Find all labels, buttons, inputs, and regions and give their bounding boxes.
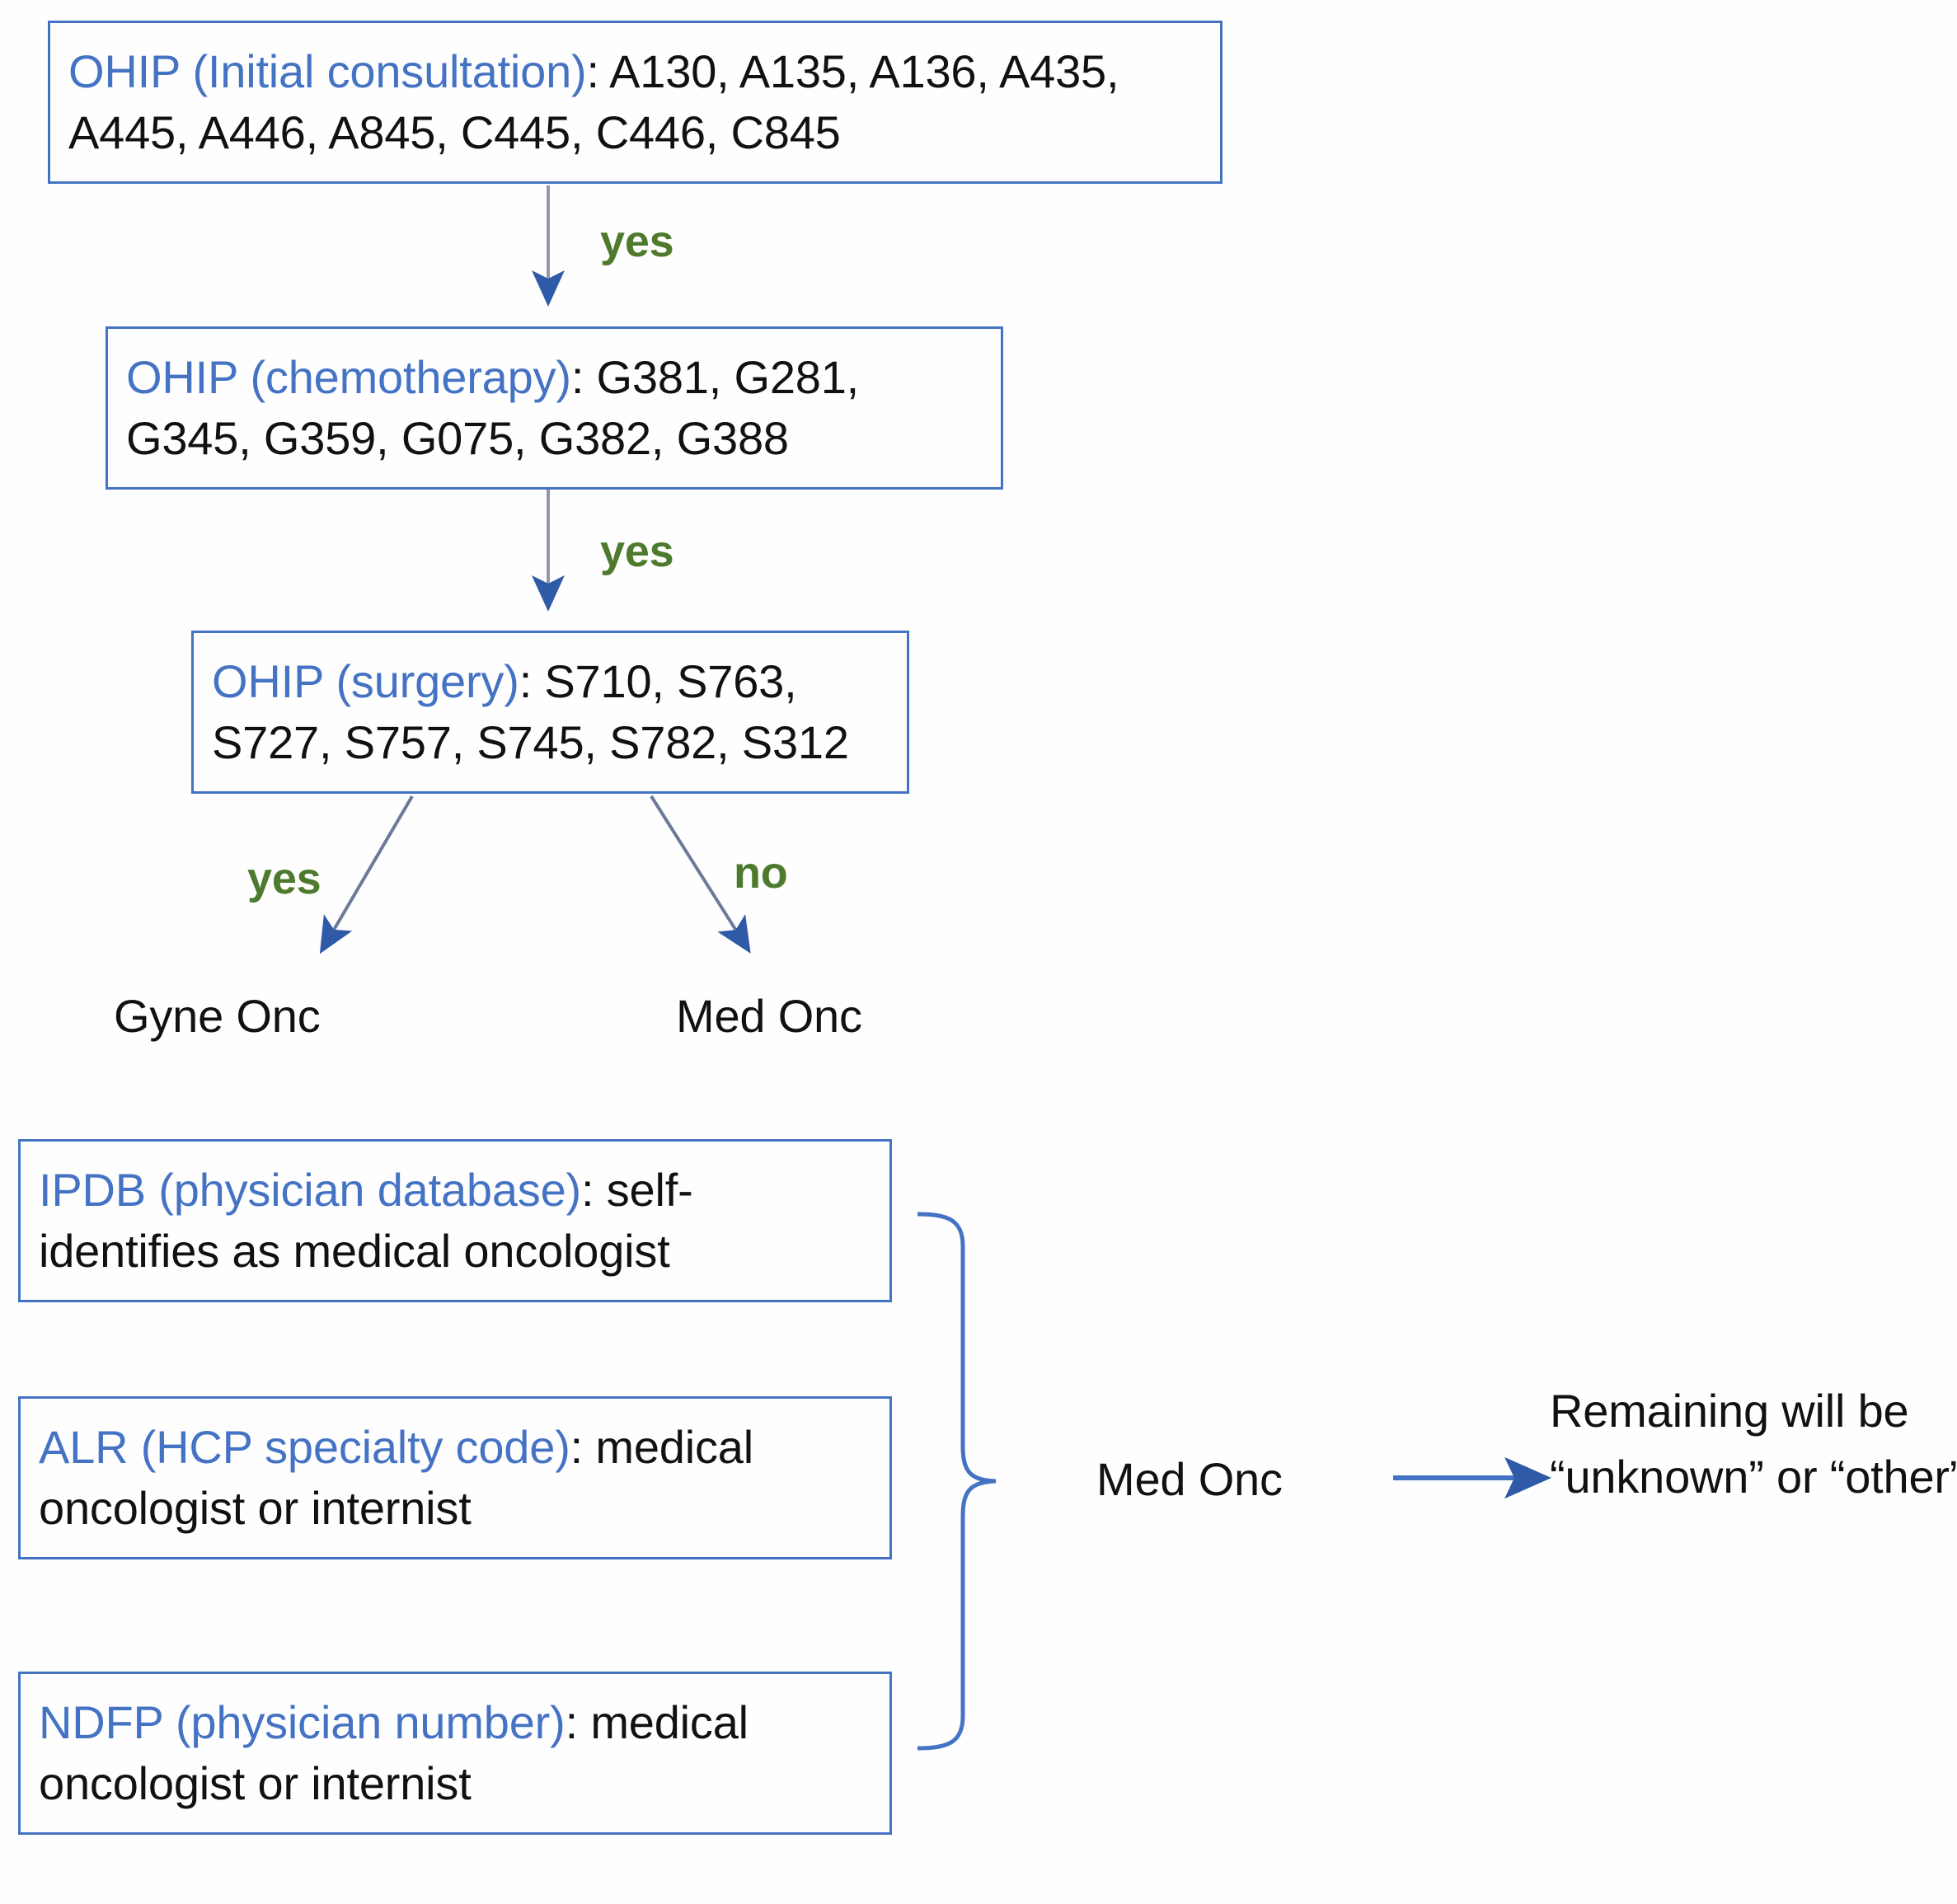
separator: : (565, 1696, 591, 1749)
source-label: OHIP (chemotherapy) (126, 351, 571, 404)
values: medical oncologist or internist (39, 1421, 753, 1534)
box-ohip-initial-consultation-text: OHIP (Initial consultation): A130, A135,… (50, 41, 1220, 163)
source-label: IPDB (physician database) (39, 1164, 582, 1217)
values: A130, A135, A136, A435, A445, A446, A845… (68, 45, 1119, 158)
terminal-med-onc-grouped: Med Onc (1096, 1453, 1283, 1505)
branch-label-consult-to-chemo: yes (600, 217, 674, 266)
arrow-surgery-yes (319, 795, 414, 954)
terminal-gyne-onc: Gyne Onc (114, 990, 321, 1042)
values: S710, S763, S727, S757, S745, S782, S312 (212, 655, 849, 768)
values: self-identifies as medical oncologist (39, 1164, 693, 1277)
box-alr-hcp-specialty-code-text: ALR (HCP specialty code): medical oncolo… (21, 1417, 889, 1539)
source-label: NDFP (physician number) (39, 1696, 566, 1749)
values: G381, G281, G345, G359, G075, G382, G388 (126, 351, 860, 464)
separator: : (586, 45, 610, 98)
box-ohip-surgery[interactable]: OHIP (surgery): S710, S763, S727, S757, … (191, 631, 909, 794)
branch-label-surgery-no: no (734, 848, 788, 898)
box-ohip-surgery-text: OHIP (surgery): S710, S763, S727, S757, … (194, 651, 907, 773)
separator: : (570, 1421, 596, 1474)
source-label: OHIP (Initial consultation) (68, 45, 587, 98)
box-ohip-initial-consultation[interactable]: OHIP (Initial consultation): A130, A135,… (48, 21, 1223, 184)
grouping-brace (917, 1212, 997, 1751)
branch-label-chemo-to-surgery: yes (600, 527, 674, 576)
branch-label-surgery-yes: yes (247, 854, 321, 903)
box-ipdb-physician-database-text: IPDB (physician database): self-identifi… (21, 1160, 889, 1282)
box-ipdb-physician-database[interactable]: IPDB (physician database): self-identifi… (18, 1139, 892, 1302)
remaining-note: Remaining will be “unknown” or “other” (1550, 1385, 1957, 1503)
source-label: ALR (HCP specialty code) (39, 1421, 570, 1474)
values: medical oncologist or internist (39, 1696, 749, 1809)
box-ndfp-physician-number[interactable]: NDFP (physician number): medical oncolog… (18, 1672, 892, 1835)
arrow-surgery-no (650, 795, 751, 954)
separator: : (581, 1164, 607, 1217)
box-alr-hcp-specialty-code[interactable]: ALR (HCP specialty code): medical oncolo… (18, 1396, 892, 1559)
separator: : (519, 655, 545, 708)
terminal-med-onc-surgery-no: Med Onc (676, 990, 862, 1042)
box-ohip-chemotherapy[interactable]: OHIP (chemotherapy): G381, G281, G345, G… (106, 326, 1003, 490)
box-ndfp-physician-number-text: NDFP (physician number): medical oncolog… (21, 1692, 889, 1814)
separator: : (570, 351, 597, 404)
box-ohip-chemotherapy-text: OHIP (chemotherapy): G381, G281, G345, G… (108, 347, 1001, 469)
source-label: OHIP (surgery) (212, 655, 519, 708)
